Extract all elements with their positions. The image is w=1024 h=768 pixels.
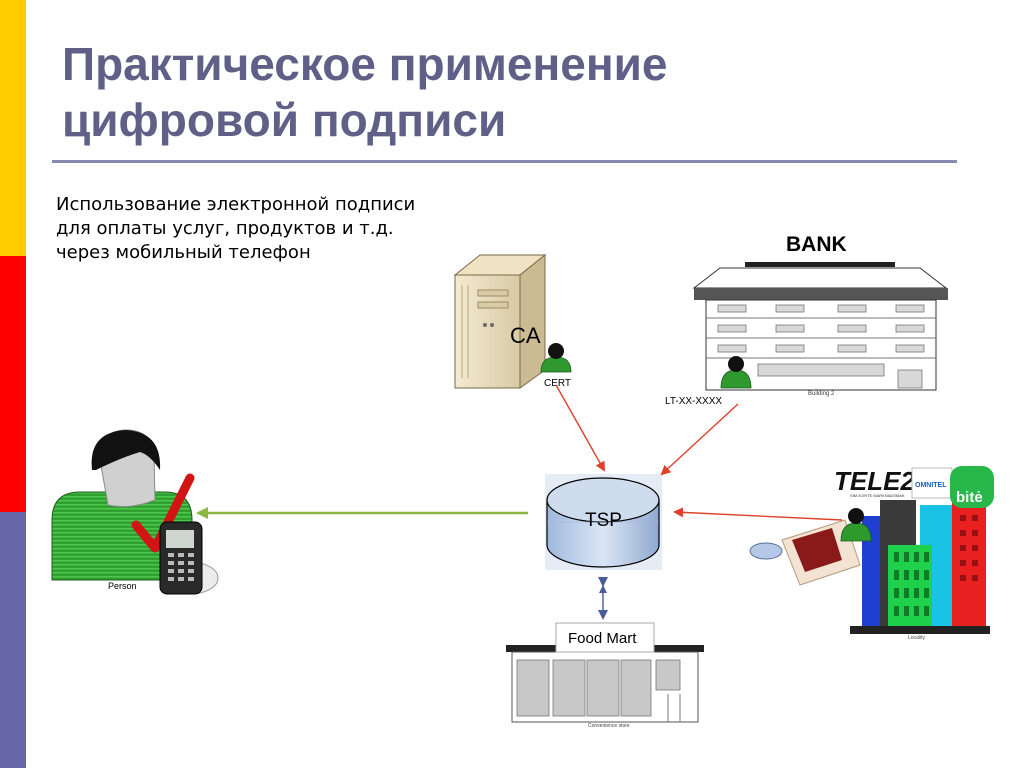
slide-title: Практическое применение цифровой подписи	[62, 36, 668, 148]
accent-bar-red	[0, 256, 26, 512]
omnitel-logo: OMNITEL	[911, 467, 953, 499]
arrow-operator-to-tsp	[673, 507, 843, 521]
account-label: LT-XX-XXXX	[665, 396, 722, 407]
telecom-city-icon	[749, 500, 990, 634]
cert-user-icon	[540, 343, 572, 373]
food-mart-sign	[555, 622, 655, 653]
arrow-tsp-food-mart-top-head	[599, 585, 607, 593]
arrow-bank-to-tsp	[660, 403, 739, 476]
checkmark-icon	[131, 473, 195, 553]
slide-subtitle: Использование электронной подписи для оп…	[56, 193, 476, 265]
svg-text:SIM-KORTE MARKNADSMAK: SIM-KORTE MARKNADSMAK	[850, 493, 905, 498]
operator-user-icon	[840, 508, 872, 542]
bank-user-icon	[720, 356, 752, 389]
bank-label: BANK	[786, 233, 847, 256]
operators-caption: Locality	[908, 635, 925, 641]
title-divider	[52, 160, 957, 163]
slide-title-line-2: цифровой подписи	[62, 94, 507, 146]
accent-bar-yellow	[0, 0, 26, 256]
subtitle-line-1: Использование электронной подписи	[56, 194, 416, 215]
tsp-server-icon	[545, 474, 662, 570]
subtitle-line-2: для оплаты услуг, продуктов и т.д.	[56, 218, 394, 239]
tele2-logo: TELE2 SIM-KORTE MARKNADSMAK	[834, 466, 915, 498]
mobile-phone-icon	[159, 521, 203, 595]
food-mart-store-icon	[506, 645, 704, 723]
ca-server-icon	[453, 253, 547, 389]
svg-text:TELE2: TELE2	[834, 466, 915, 496]
building-caption: Building 2	[808, 391, 835, 397]
svg-text:bitė: bitė	[956, 489, 983, 506]
person-caption: Person	[108, 581, 137, 591]
food-mart-label: Food Mart	[568, 630, 637, 647]
subtitle-line-3: через мобильный телефон	[56, 242, 311, 263]
accent-bar-blue	[0, 512, 26, 768]
arrow-ca-to-tsp	[555, 384, 605, 472]
bite-logo: bitė	[950, 466, 994, 508]
tsp-label: TSP	[585, 510, 622, 531]
slide-title-line-1: Практическое применение	[62, 38, 668, 90]
cert-label: CERT	[544, 378, 571, 389]
store-caption: Convenience store	[588, 723, 630, 729]
svg-text:OMNITEL: OMNITEL	[915, 482, 947, 489]
ca-label: CA	[510, 323, 541, 348]
